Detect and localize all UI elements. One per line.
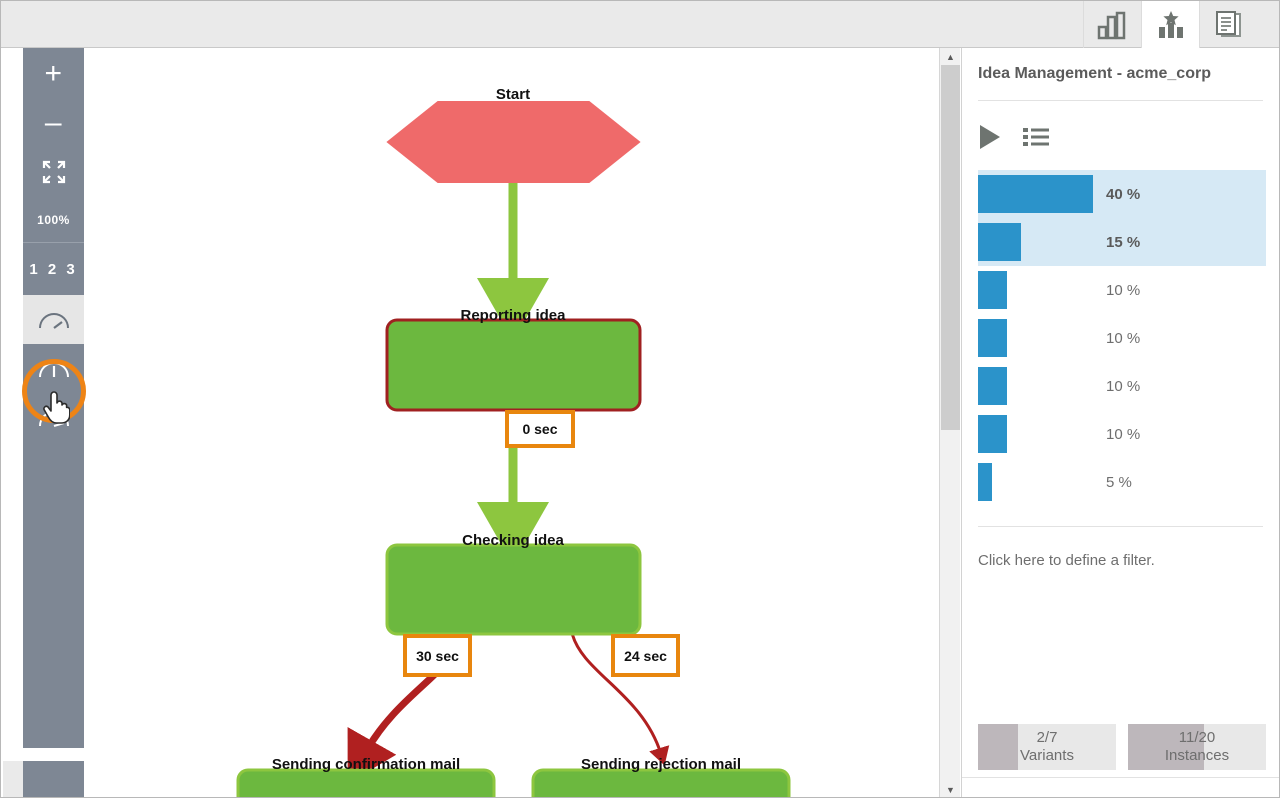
instances-stat-fill [1128,724,1204,770]
variant-row[interactable]: 40 % [978,170,1266,218]
panel-divider-filter [978,526,1263,527]
panel-stats: 2/7 Variants 11/20 Instances [978,724,1266,770]
documents-icon[interactable] [1199,1,1257,48]
canvas-toolstrip: + – 100% 1 2 3 [23,48,84,748]
flow-node-sending-confirmation-mail[interactable] [236,768,496,798]
edge-label-0-sec[interactable]: 0 sec [505,410,575,448]
instances-stat-text: 11/20 Instances [1128,724,1266,770]
variant-value: 10 % [1106,329,1141,347]
flow-node-checking-idea[interactable] [385,543,642,636]
variant-value: 10 % [1106,425,1141,443]
panel-actions [978,124,1049,150]
variant-bar [978,223,1021,261]
variants-stat-fill [978,724,1019,770]
panel-title: Idea Management - acme_corp [978,65,1211,82]
top-toolbar [1,1,1279,48]
variants-stat-value: 2/7 [1036,729,1058,746]
flow-node-start[interactable] [386,101,641,183]
scroll-down-arrow[interactable]: ▼ [946,784,955,795]
variant-value: 40 % [1106,185,1141,203]
variant-row[interactable]: 10 % [978,266,1266,314]
zoom-level-label[interactable]: 100% [37,213,70,227]
canvas-vertical-scrollbar[interactable]: ▲ ▼ [939,48,960,797]
bar-chart-icon[interactable] [1083,1,1141,48]
gauge-mid-icon[interactable] [23,344,84,393]
variant-value: 10 % [1106,377,1141,395]
play-icon[interactable] [978,124,1002,150]
zoom-in-button[interactable]: + [44,57,63,90]
gauge-low-icon[interactable] [23,295,84,344]
variant-bar [978,271,1007,309]
variants-stat-text: 2/7 Variants [978,724,1116,770]
instances-stat-label: Instances [1164,747,1230,764]
panel-divider-top [978,100,1263,101]
edge-label-24-sec[interactable]: 24 sec [611,634,680,677]
variant-value: 5 % [1106,473,1132,491]
variant-row[interactable]: 5 % [978,458,1266,506]
flow-node-reporting-idea[interactable] [385,318,642,412]
edge-label-30-sec[interactable]: 30 sec [403,634,472,677]
filter-hint[interactable]: Click here to define a filter. [978,552,1155,569]
variant-row[interactable]: 10 % [978,410,1266,458]
list-icon[interactable] [1023,126,1049,148]
process-graph-canvas[interactable]: Start Reporting idea Checking idea Sendi… [2,48,960,798]
process-flow-diagram [236,101,791,798]
variant-distribution-chart: 40 % 15 % 10 % 10 % 10 % 10 % [978,170,1266,506]
numbers-toggle-button[interactable]: 1 2 3 [29,260,78,278]
instances-stat[interactable]: 11/20 Instances [1128,724,1266,770]
variants-stat-label: Variants [1020,747,1074,764]
instances-stat-value: 11/20 [1178,729,1216,746]
scroll-thumb[interactable] [941,65,960,430]
variant-row[interactable]: 10 % [978,362,1266,410]
variant-bar [978,415,1007,453]
gauge-high-icon[interactable] [23,393,84,442]
variant-bar [978,175,1093,213]
zoom-out-button[interactable]: – [44,106,63,139]
toolstrip-divider [23,242,84,243]
process-star-icon[interactable] [1141,1,1199,48]
toolstrip-footer [23,761,84,797]
variant-bar [978,319,1007,357]
variant-row[interactable]: 10 % [978,314,1266,362]
scroll-up-arrow[interactable]: ▲ [946,51,955,62]
variant-value: 10 % [1106,281,1141,299]
flow-node-sending-rejection-mail[interactable] [531,768,791,798]
panel-divider-bottom [962,777,1279,778]
top-toolbar-buttons [1083,1,1257,48]
variant-bar [978,463,992,501]
fit-screen-icon[interactable] [23,146,84,198]
variant-value: 15 % [1106,233,1141,251]
variant-bar [978,367,1007,405]
scroll-corner [3,761,23,797]
variants-stat[interactable]: 2/7 Variants [978,724,1116,770]
right-panel: Idea Management - acme_corp [961,48,1279,797]
variant-row[interactable]: 15 % [978,218,1266,266]
